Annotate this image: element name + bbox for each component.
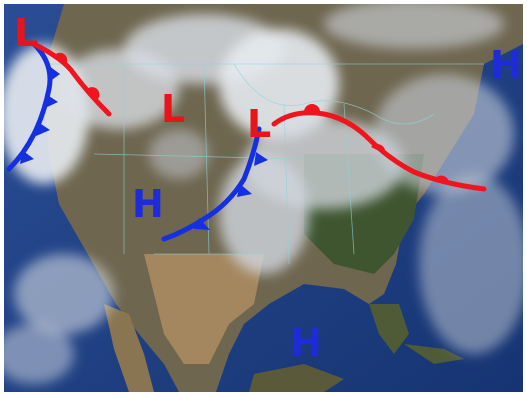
high-pressure-symbol: H (290, 321, 322, 365)
warm-front-semicircle (54, 52, 68, 64)
warm-front-semicircle (304, 104, 320, 112)
cold-front-triangle (36, 122, 50, 136)
low-pressure-symbol: L (161, 87, 185, 131)
warm-front-great-lakes (271, 104, 487, 192)
cold-front-triangle (20, 150, 34, 164)
cold-front-central-plains (161, 126, 268, 242)
warm-front-semicircle (87, 87, 100, 100)
cold-front-triangle (194, 218, 210, 230)
cold-front-pacific-coast (6, 41, 60, 172)
warm-front-semicircle (371, 143, 386, 154)
high-pressure-symbol: H (490, 43, 522, 87)
cold-front-triangle (237, 184, 252, 197)
boundary-lines (49, 63, 484, 265)
warm-front-semicircle (434, 175, 449, 182)
warm-front-pacific-northwest (31, 41, 112, 117)
weather-map: L L L H H H (4, 4, 523, 392)
low-pressure-symbol: L (14, 11, 38, 55)
cold-front-triangle (254, 152, 268, 166)
low-pressure-symbol: L (247, 102, 271, 146)
weather-map-canvas: L L L H H H (4, 4, 523, 392)
cold-front-triangle (49, 66, 60, 82)
high-pressure-symbol: H (132, 182, 164, 226)
cold-front-triangle (45, 94, 58, 108)
